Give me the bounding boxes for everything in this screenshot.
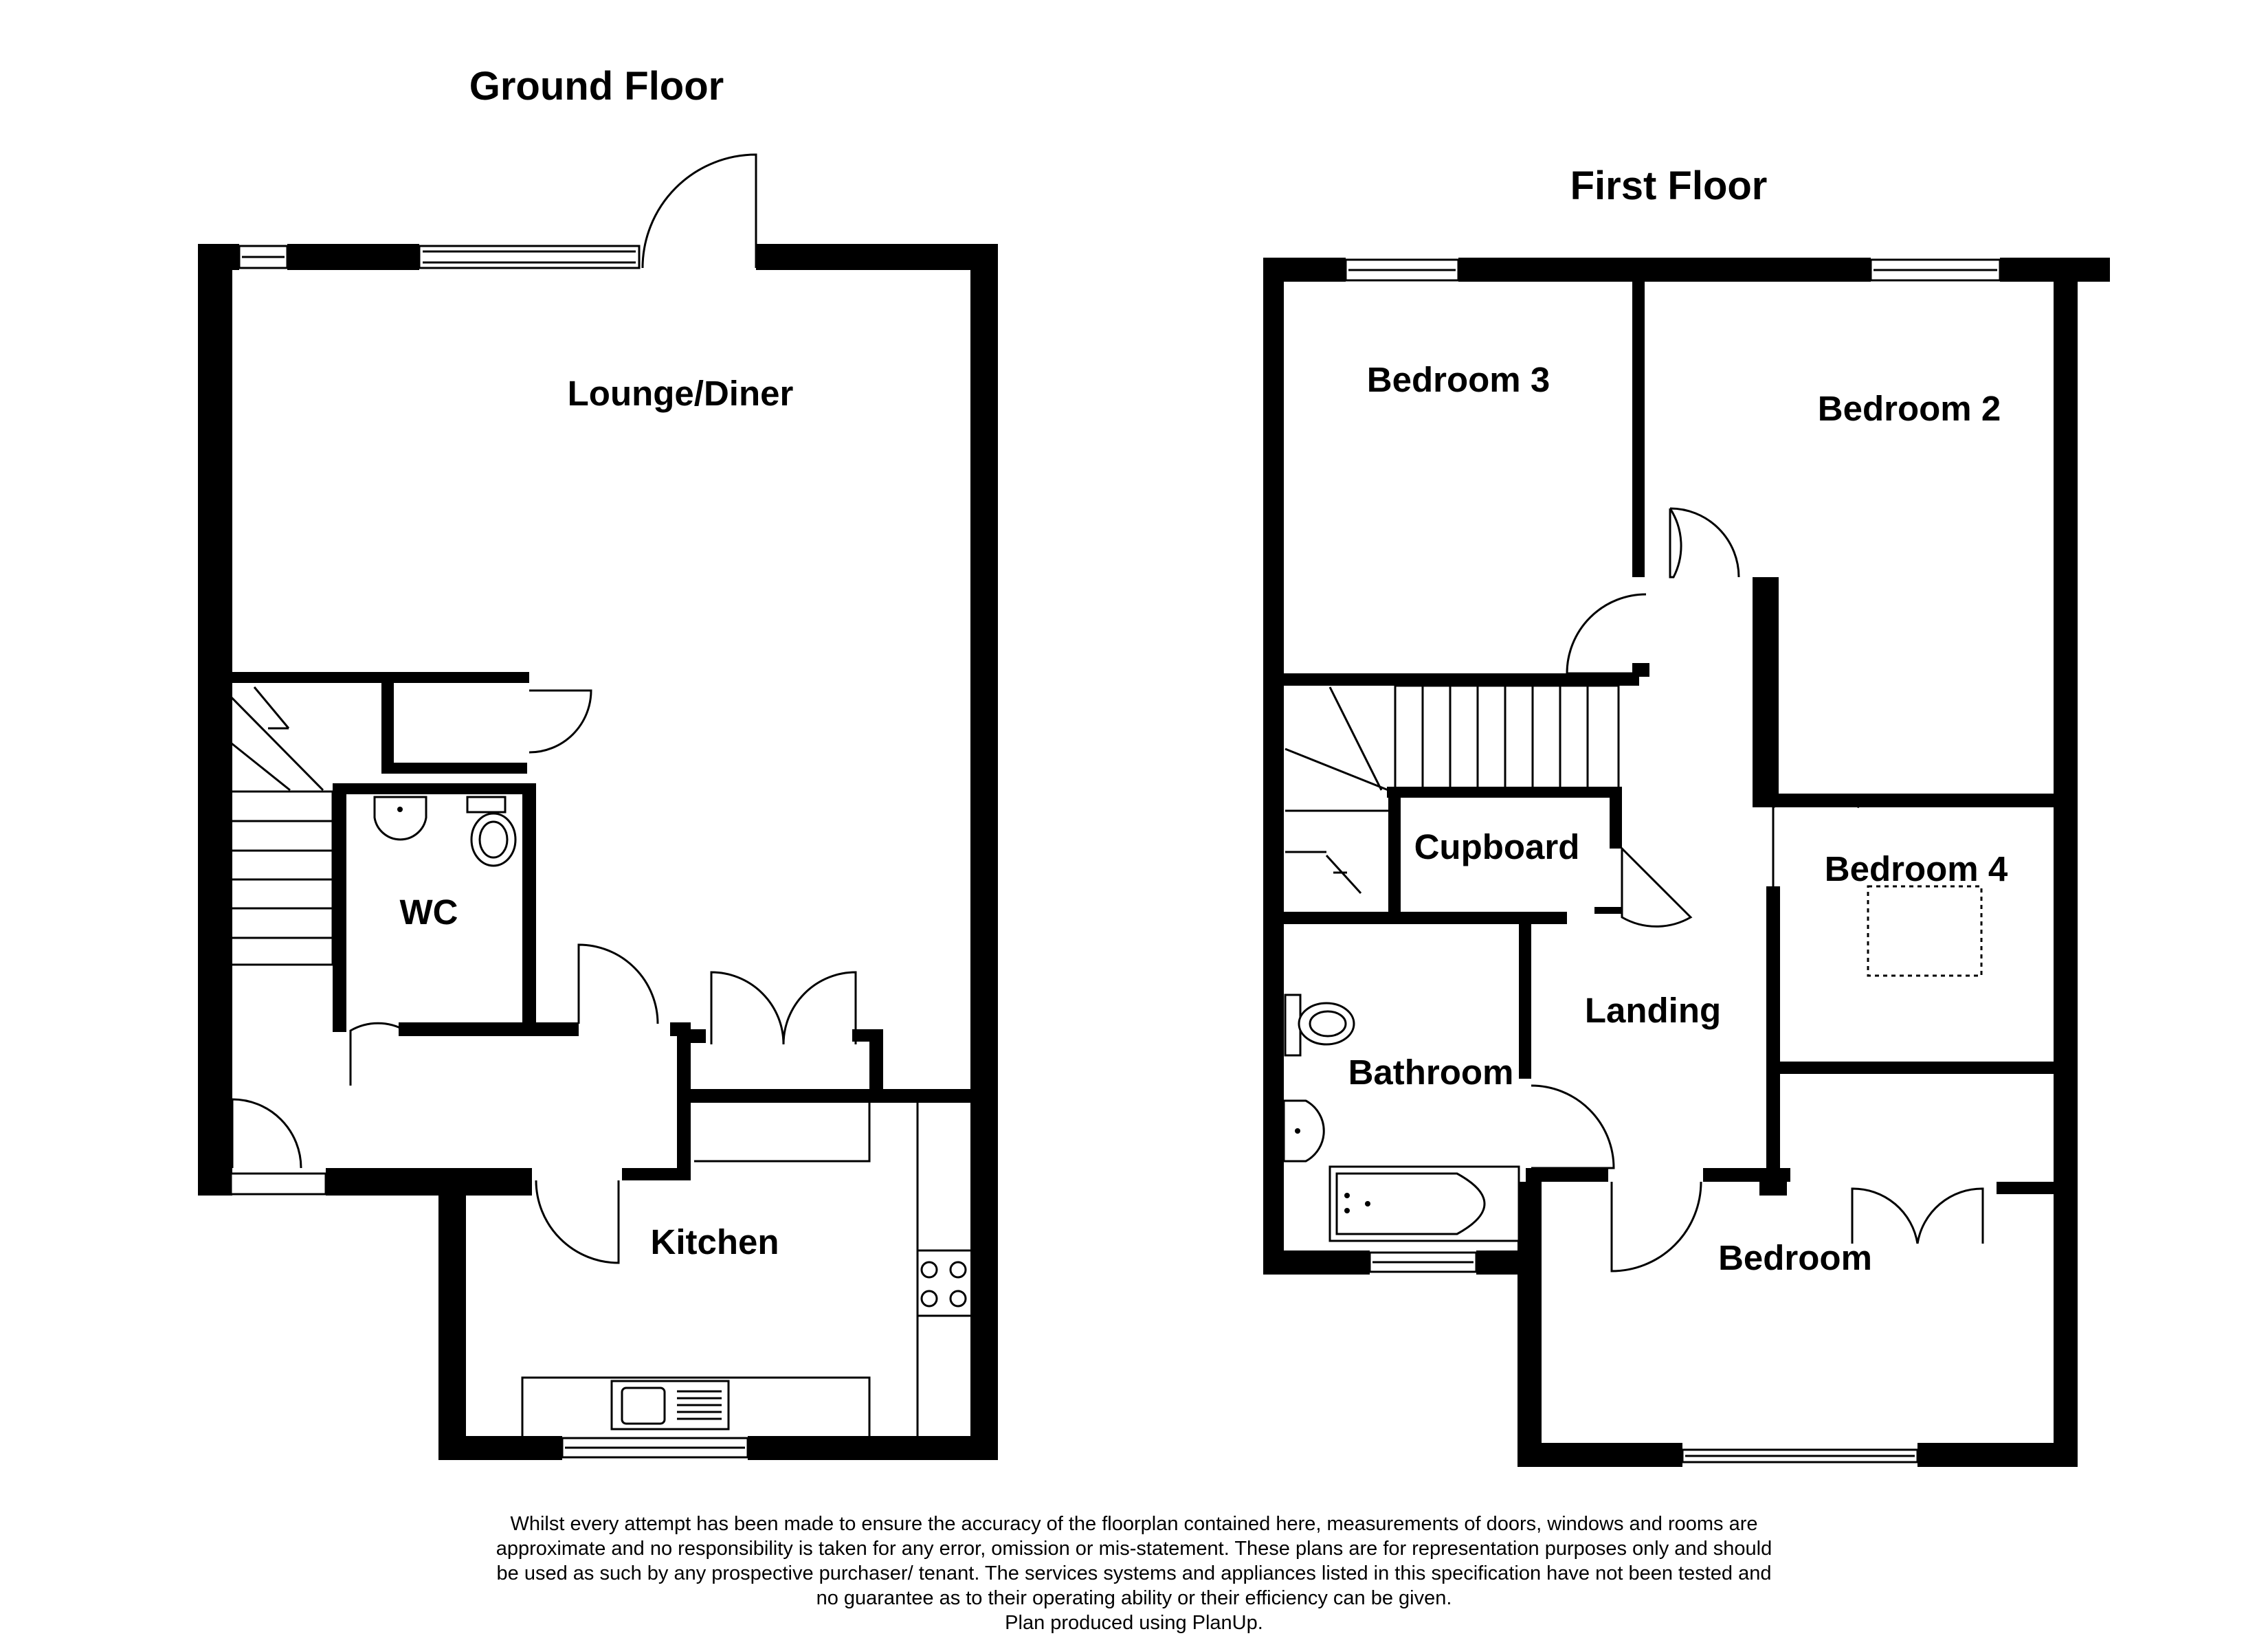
bathroom-basin bbox=[1282, 1099, 1325, 1163]
disclaimer-line: approximate and no responsibility is tak… bbox=[496, 1538, 1772, 1560]
disclaimer: Whilst every attempt has been made to en… bbox=[385, 1512, 1883, 1635]
disclaimer-line: be used as such by any prospective purch… bbox=[496, 1562, 1772, 1584]
wc-door-swing bbox=[349, 1022, 406, 1086]
first-internal-walls bbox=[1278, 268, 2076, 1196]
bedroom4-door bbox=[1772, 794, 1860, 893]
disclaimer-line: Whilst every attempt has been made to en… bbox=[510, 1513, 1758, 1535]
storage-doors bbox=[710, 971, 857, 1045]
ground-floor-title: Ground Floor bbox=[469, 64, 724, 109]
room-label-bedroom: Bedroom bbox=[1718, 1238, 1872, 1277]
wc-basin bbox=[373, 796, 427, 841]
first-windows bbox=[1344, 258, 2001, 1463]
ground-internal-walls bbox=[219, 672, 993, 1180]
room-label-bedroom4: Bedroom 4 bbox=[1825, 849, 2008, 888]
ground-stairs bbox=[220, 686, 334, 966]
ground-floor: Ground Floor bbox=[198, 64, 998, 1460]
wc-cistern bbox=[466, 796, 507, 814]
hall-door-swing bbox=[577, 943, 659, 1024]
bedroom-door bbox=[1610, 1181, 1702, 1272]
patio-window bbox=[418, 245, 641, 269]
room-label-wc: WC bbox=[400, 893, 458, 932]
first-door-swings bbox=[1531, 507, 1984, 1272]
room-label-kitchen: Kitchen bbox=[650, 1222, 779, 1261]
first-floor-title: First Floor bbox=[1570, 164, 1768, 208]
bedroom3-door bbox=[1566, 593, 1647, 675]
patio-door-swing bbox=[641, 153, 757, 269]
front-door-swing bbox=[231, 1098, 302, 1169]
ground-windows bbox=[230, 245, 749, 1459]
first-stairs bbox=[1285, 684, 1620, 895]
loft-hatch bbox=[1867, 885, 1983, 977]
cupboard-door-swing bbox=[529, 689, 592, 754]
kitchen-units bbox=[521, 1103, 970, 1436]
room-label-bedroom2: Bedroom 2 bbox=[1818, 389, 2001, 428]
cupboard-door bbox=[1621, 846, 1693, 928]
first-outer-walls bbox=[1263, 258, 2110, 1467]
bathroom-fixtures bbox=[1282, 994, 1520, 1242]
wc-fixtures bbox=[373, 796, 517, 867]
room-label-landing: Landing bbox=[1585, 991, 1721, 1030]
room-label-lounge: Lounge/Diner bbox=[568, 374, 794, 413]
bathroom-door bbox=[1531, 1084, 1615, 1169]
credit-line: Plan produced using PlanUp. bbox=[1005, 1612, 1263, 1634]
disclaimer-line: no guarantee as to their operating abili… bbox=[816, 1587, 1452, 1609]
hob-icon bbox=[920, 1261, 938, 1279]
room-label-cupboard: Cupboard bbox=[1414, 827, 1580, 866]
first-floor: First Floor bbox=[1263, 164, 2110, 1467]
room-label-bathroom: Bathroom bbox=[1348, 1053, 1514, 1092]
kitchen-door-swing bbox=[535, 1180, 620, 1264]
ground-outer-walls bbox=[198, 244, 998, 1460]
bedroom2-door bbox=[1669, 507, 1740, 578]
front-door-frame bbox=[230, 1172, 327, 1196]
room-label-bedroom3: Bedroom 3 bbox=[1367, 360, 1550, 399]
